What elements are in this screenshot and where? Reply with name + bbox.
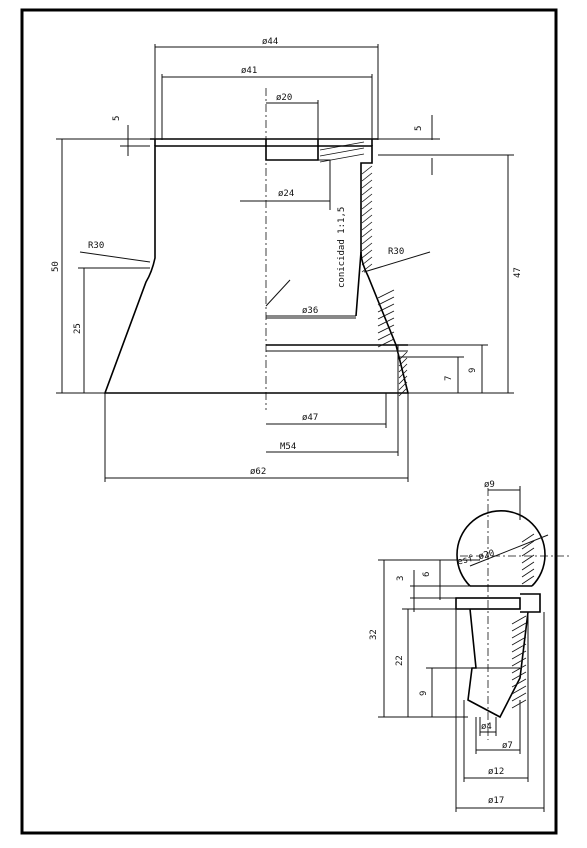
hatch-line (511, 636, 527, 646)
hatch-line (361, 242, 373, 252)
hatch-line (377, 338, 395, 348)
hatch-line (521, 540, 535, 550)
part1-counterbore (265, 139, 319, 161)
dim-d44: ø44 (262, 37, 278, 47)
hatch-line (521, 547, 535, 557)
dim-d9: ø9 (484, 480, 495, 490)
part2-hatch (511, 533, 535, 709)
hatch-line (511, 699, 527, 709)
hatch-line (398, 351, 408, 361)
hatch-line (361, 186, 373, 196)
hatch-line (361, 256, 373, 266)
hatch-line (319, 147, 365, 157)
dim-r30-right: R30 (388, 247, 404, 257)
dim-d20: ø20 (276, 93, 292, 103)
dim-d12: ø12 (488, 767, 504, 777)
dim-d24: ø24 (278, 189, 294, 199)
hatch-line (361, 193, 373, 203)
dim-h25: 25 (73, 323, 83, 334)
hatch-line (511, 678, 527, 688)
hatch-line (361, 179, 373, 189)
dim-h5-left: 5 (112, 116, 122, 121)
hatch-line (398, 369, 408, 379)
hatch-line (511, 615, 527, 625)
hatch-line (377, 324, 395, 334)
hatch-line (377, 296, 395, 306)
hatch-line (361, 214, 373, 224)
dim-m54: M54 (280, 442, 296, 452)
hatch-line (361, 235, 373, 245)
hatch-line (361, 228, 373, 238)
dim-h5-right: 5 (414, 126, 424, 131)
dim-d41: ø41 (241, 66, 257, 76)
part1-bushing: ø44 ø41 ø20 ø24 ø36 ø47 M54 ø62 5 5 (51, 37, 523, 482)
hatch-line (521, 533, 535, 543)
hatch-line (398, 375, 408, 385)
hatch-line (377, 331, 395, 341)
dim-r30-left: R30 (88, 241, 104, 251)
dim-h7: 7 (444, 376, 454, 381)
hatch-line (398, 363, 408, 373)
hatch-line (361, 172, 373, 182)
hatch-line (398, 387, 408, 397)
hatch-line (361, 221, 373, 231)
hatch-line (511, 685, 527, 695)
hatch-line (319, 153, 365, 163)
dim-h50: 50 (51, 261, 61, 272)
hatch-line (398, 357, 408, 367)
dim-h3: 3 (396, 576, 406, 581)
part2-ball-stud: ø9 esf ø20 3 6 32 22 9 ø4 ø7 ø12 (369, 480, 570, 812)
part1-outer-profile (103, 145, 410, 394)
dim-d62: ø62 (250, 467, 266, 477)
hatch-line (511, 622, 527, 632)
hatch-line (521, 575, 535, 585)
hatch-line (361, 165, 373, 175)
dim-h47: 47 (513, 267, 523, 278)
hatch-line (511, 650, 527, 660)
hatch-line (319, 141, 365, 151)
hatch-line (511, 629, 527, 639)
hatch-line (521, 561, 535, 571)
hatch-line (361, 263, 373, 273)
hatch-line (511, 671, 527, 681)
part2-collar (455, 597, 521, 610)
dim-h9-stud: 9 (419, 691, 429, 696)
dim-h22: 22 (395, 655, 405, 666)
dim-esf: esf ø20 (456, 549, 495, 568)
hatch-line (511, 643, 527, 653)
note-taper: conicidad 1:1,5 (337, 207, 347, 288)
hatch-line (361, 249, 373, 259)
hatch-line (511, 657, 527, 667)
hatch-line (521, 568, 535, 578)
dim-d47: ø47 (302, 413, 318, 423)
dim-h6: 6 (422, 572, 432, 577)
dim-d7: ø7 (502, 741, 513, 751)
hatch-line (377, 310, 395, 320)
dim-d4: ø4 (481, 722, 492, 732)
hatch-line (361, 207, 373, 217)
hatch-line (361, 200, 373, 210)
part2-shank (467, 608, 529, 719)
part2-sphere (456, 509, 546, 587)
dim-d36: ø36 (302, 306, 318, 316)
hatch-line (398, 381, 408, 391)
hatch-line (377, 317, 395, 327)
drawing-frame (20, 8, 558, 835)
hatch-line (511, 692, 527, 702)
hatch-line (377, 303, 395, 313)
dim-h32: 32 (369, 629, 379, 640)
dim-d17: ø17 (488, 796, 504, 806)
dim-h9: 9 (468, 368, 478, 373)
hatch-line (521, 554, 535, 564)
hatch-line (377, 289, 395, 299)
part1-hatch (319, 141, 408, 397)
hatch-line (511, 664, 527, 674)
